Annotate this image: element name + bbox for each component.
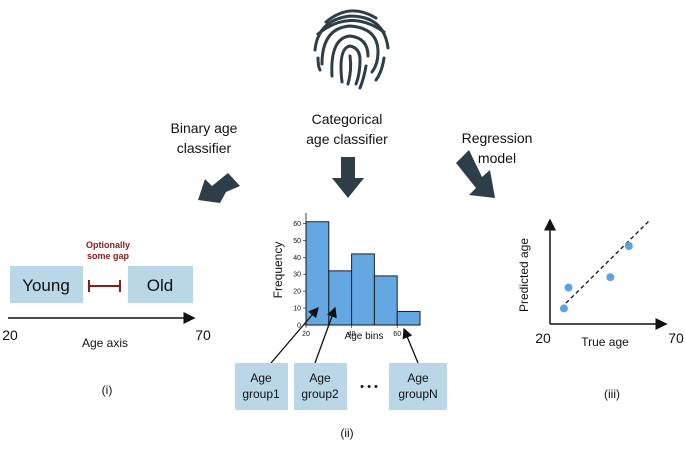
- binary-panel: Young Old Optionally some gap 20 70 Age …: [2, 240, 211, 397]
- regression-x-max: 70: [668, 330, 684, 346]
- regression-x-min: 20: [535, 330, 551, 346]
- regression-panel: Predicted age True age 20 70 (iii): [517, 218, 684, 401]
- histogram-bar: [396, 310, 421, 326]
- pointer-arrow-groupN: [402, 327, 419, 364]
- binary-title-line2: classifier: [177, 140, 232, 156]
- histogram-y-tick-label: 0: [297, 323, 301, 330]
- right-block-arrow: [456, 150, 495, 198]
- histogram-ylabel: Frequency: [271, 242, 285, 299]
- histogram-bar: [373, 275, 398, 326]
- young-label: Young: [22, 276, 70, 295]
- scatter-point: [564, 283, 573, 292]
- categorical-classifier-title: Categorical age classifier: [306, 111, 388, 147]
- histogram-xlabel: Age bins: [345, 331, 384, 342]
- axis-min-label: 20: [2, 327, 18, 343]
- center-block-arrow: [332, 157, 364, 198]
- gap-note-line1: Optionally: [86, 240, 130, 250]
- histogram-y-tick-label: 60: [293, 221, 301, 228]
- histogram-x-tick-label: 20: [302, 331, 310, 338]
- age-axis-label: Age axis: [82, 336, 128, 350]
- group2-line2: group2: [301, 387, 339, 401]
- age-group-box-2: Age group2: [294, 363, 347, 410]
- regression-title-line1: Regression: [462, 130, 533, 146]
- regression-points: [559, 242, 633, 313]
- regression-trend-line: [560, 219, 651, 309]
- binary-title-line1: Binary age: [171, 120, 238, 136]
- group2-line1: Age: [309, 371, 331, 385]
- age-group-box-1: Age group1: [235, 363, 288, 410]
- categorical-title-line2: age classifier: [306, 131, 388, 147]
- old-label: Old: [147, 276, 173, 295]
- axis-max-label: 70: [195, 327, 211, 343]
- groupN-line2: groupN: [398, 387, 437, 401]
- histogram-y-tick-label: 50: [293, 238, 301, 245]
- pointer-arrow-group2: [314, 306, 337, 364]
- gap-marker: [88, 280, 121, 292]
- scatter-point: [624, 242, 633, 250]
- scatter-point: [606, 273, 615, 282]
- groups-ellipsis: • • •: [360, 381, 378, 393]
- group1-line2: group1: [242, 387, 280, 401]
- regression-xlabel: True age: [581, 335, 629, 349]
- histogram-x-tick-label: 60: [393, 331, 401, 338]
- pointer-arrow-group1: [270, 307, 319, 364]
- binary-classifier-title: Binary age classifier: [171, 120, 238, 156]
- scatter-point: [559, 304, 568, 313]
- left-block-arrow: [198, 173, 240, 203]
- histogram-y-tick-label: 20: [293, 289, 301, 296]
- age-group-box-n: Age groupN: [389, 363, 447, 410]
- panel-label-iii: (iii): [604, 387, 620, 401]
- gap-note-line2: some gap: [87, 251, 130, 261]
- young-box: [10, 266, 83, 303]
- old-box: [128, 266, 193, 303]
- group1-line1: Age: [250, 371, 272, 385]
- histogram-y-tick-label: 30: [293, 272, 301, 279]
- histogram-y-tick-label: 10: [293, 306, 301, 313]
- groupN-line1: Age: [407, 371, 429, 385]
- histogram-bar: [351, 253, 375, 326]
- regression-model-title: Regression model: [462, 130, 533, 166]
- regression-title-line2: model: [478, 150, 516, 166]
- categorical-title-line1: Categorical: [312, 111, 383, 127]
- fingerprint-icon: [313, 9, 390, 90]
- histogram-y-tick-label: 40: [293, 255, 301, 262]
- regression-ylabel: Predicted age: [517, 238, 531, 312]
- panel-label-ii: (ii): [340, 426, 353, 440]
- age-group-boxes: Age group1 Age group2 • • • Age groupN (…: [235, 363, 447, 440]
- group-pointer-arrows: [270, 306, 419, 364]
- panel-label-i: (i): [102, 383, 113, 397]
- histogram-x-tick-label: 40: [348, 331, 356, 338]
